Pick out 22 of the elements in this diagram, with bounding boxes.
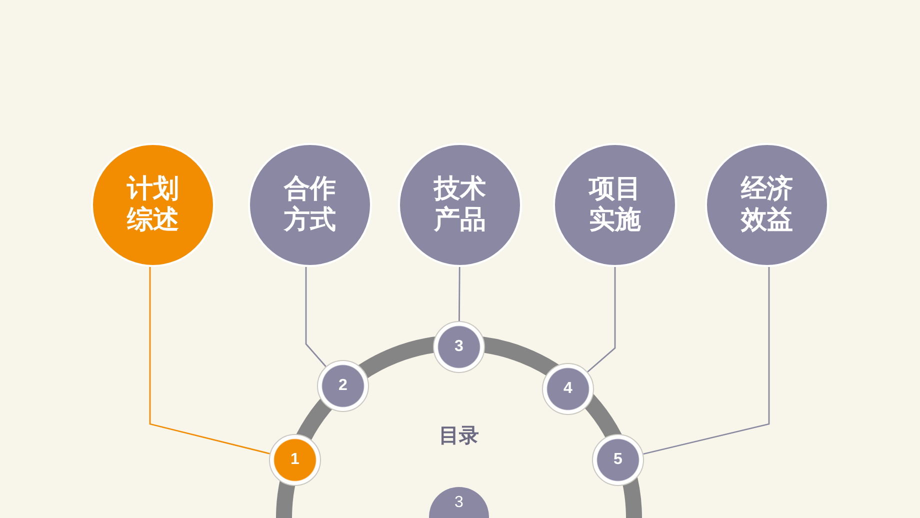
step-marker bbox=[269, 434, 321, 486]
step-number: 3 bbox=[454, 338, 464, 356]
leader-line bbox=[305, 266, 326, 367]
leader-line bbox=[149, 266, 270, 454]
contents-heading: 目录 bbox=[439, 423, 479, 447]
leader-line bbox=[458, 267, 460, 321]
step-marker bbox=[433, 321, 485, 373]
page-number: 3 bbox=[454, 494, 464, 512]
step-marker bbox=[542, 363, 594, 415]
step-number: 5 bbox=[614, 451, 622, 469]
step-marker bbox=[592, 434, 644, 486]
step-number: 4 bbox=[564, 380, 572, 398]
step-number: 1 bbox=[290, 451, 300, 469]
topic-title: 经济效益 bbox=[740, 174, 794, 236]
step-number: 2 bbox=[338, 377, 348, 395]
leader-line bbox=[643, 267, 770, 455]
topic-title: 项目实施 bbox=[588, 174, 642, 236]
topic-title: 技术产品 bbox=[432, 174, 487, 236]
leader-line bbox=[587, 267, 616, 372]
topic-title: 计划综述 bbox=[126, 174, 180, 236]
topic-title: 合作方式 bbox=[282, 174, 337, 236]
step-marker bbox=[317, 360, 369, 412]
